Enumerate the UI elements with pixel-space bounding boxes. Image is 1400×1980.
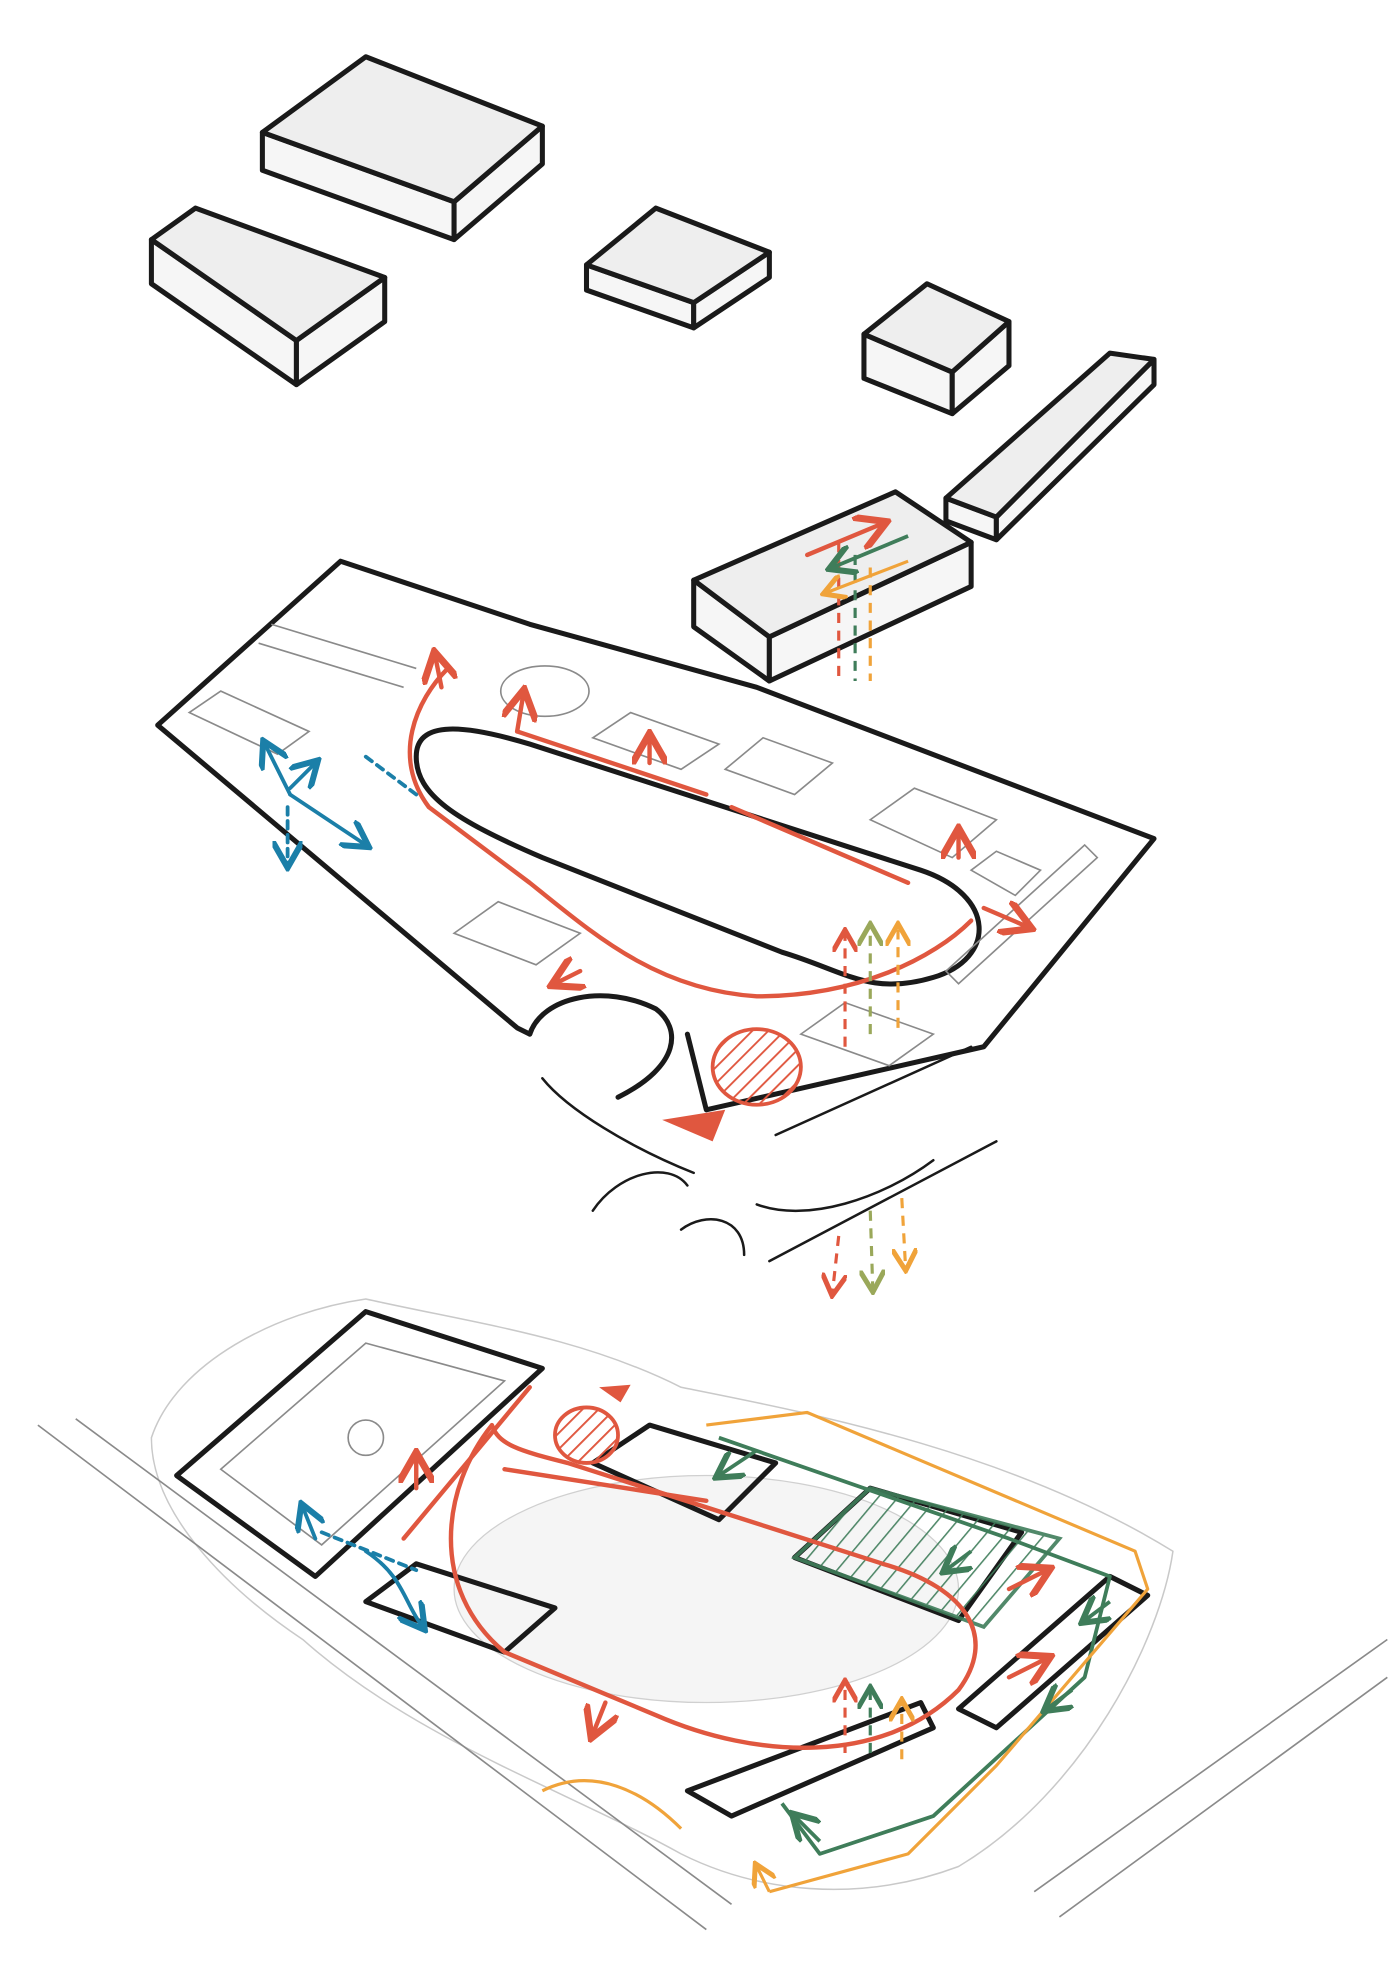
- site-boundary: [155, 558, 1157, 1113]
- entry-curve: [527, 993, 675, 1100]
- building-block-flows: [691, 489, 974, 684]
- hatched-plaza: [710, 1027, 803, 1107]
- entry-marker-triangle: [662, 1109, 726, 1142]
- central-loop: [413, 726, 982, 987]
- vehicle-route-combined: [448, 1422, 978, 1750]
- block-lower-left: [363, 1561, 558, 1655]
- combined-plan-layer: [37, 1298, 1388, 1931]
- sports-court: [174, 1309, 545, 1579]
- pedestrian-flows: [265, 744, 419, 864]
- block-right-bar: [956, 1573, 1151, 1731]
- block-top-middle: [590, 1422, 779, 1523]
- building-block-right-small: [861, 281, 1012, 417]
- block-bottom: [684, 1700, 936, 1819]
- entry-marker-combined: [599, 1384, 631, 1403]
- green-boundary: [718, 1435, 1112, 1856]
- building-block-top: [259, 54, 545, 243]
- building-bar-long: [943, 350, 1157, 543]
- building-block-left: [148, 205, 388, 388]
- building-block-middle: [583, 205, 772, 331]
- building-volumes-layer: [148, 54, 1157, 684]
- orange-boundary: [541, 1410, 1150, 1894]
- hatched-plaza-combined: [553, 1405, 620, 1465]
- site-circulation-layer: [155, 558, 1157, 1292]
- road-lines: [541, 1045, 998, 1263]
- green-hatched-zone: [791, 1486, 1063, 1630]
- pedestrian-flow-combined: [303, 1507, 316, 1541]
- vehicle-route: [407, 666, 974, 999]
- plot-outlines: [187, 623, 1099, 1067]
- vegetation: [37, 1298, 1388, 1931]
